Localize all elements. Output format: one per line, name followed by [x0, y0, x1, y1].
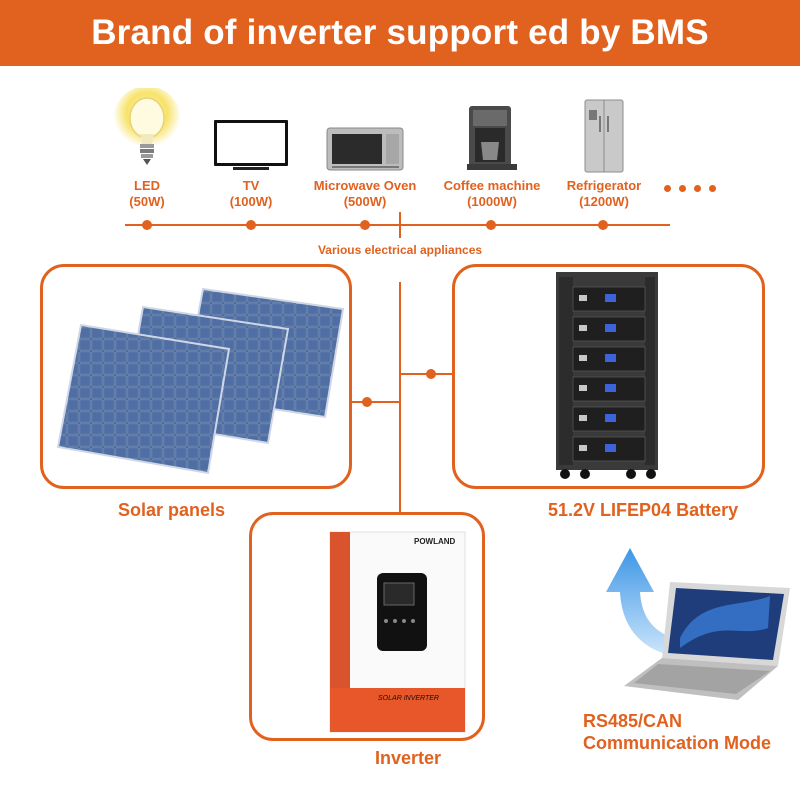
bus-node: [246, 220, 256, 230]
battery-rack-image: [556, 272, 658, 479]
inverter-panel-text: SOLAR INVERTER: [378, 695, 439, 702]
appliance-refrigerator: Refrigerator (1200W): [549, 88, 659, 210]
comm-mode-line2: Communication Mode: [583, 733, 771, 753]
microwave-icon: [326, 127, 404, 171]
appliance-power: (100W): [229, 194, 273, 209]
appliance-name: TV: [242, 178, 260, 193]
trunk-line-top: [399, 212, 401, 238]
appliance-coffee-machine: Coffee machine (1000W): [437, 88, 547, 210]
appliance-name: Refrigerator: [566, 178, 642, 193]
appliance-name: Coffee machine: [443, 178, 541, 193]
battery-card: [452, 264, 765, 489]
page-title: Brand of inverter support ed by BMS: [0, 0, 800, 66]
inverter-label: Inverter: [375, 748, 442, 768]
appliance-power: (1000W): [467, 194, 517, 209]
tv-icon: [214, 120, 288, 170]
inverter-card: POWLAND SOLAR INVERTER: [249, 512, 485, 741]
branch-solar-line: [352, 401, 400, 403]
battery-label: 51.2V LIFEP04 Battery: [548, 500, 739, 520]
bus-node: [598, 220, 608, 230]
bus-node: [360, 220, 370, 230]
branch-solar-node: [362, 397, 372, 407]
appliance-microwave: Microwave Oven (500W): [310, 88, 420, 210]
curved-arrow-icon: [606, 548, 692, 658]
appliance-led: LED (50W): [92, 88, 202, 210]
branch-battery-node: [426, 369, 436, 379]
light-bulb-icon: [113, 88, 181, 165]
appliance-name: Microwave Oven: [313, 178, 417, 193]
appliance-name: LED: [134, 178, 160, 193]
comm-mode-line1: RS485/CAN: [583, 711, 683, 731]
inverter-image: [329, 531, 466, 733]
appliance-power: (1200W): [579, 194, 629, 209]
appliance-power: (50W): [129, 194, 165, 209]
refrigerator-icon: [584, 99, 624, 173]
solar-panels-label: Solar panels: [118, 500, 226, 520]
bus-node: [142, 220, 152, 230]
solar-panels-card: [40, 264, 352, 489]
appliance-bus-line: [125, 224, 670, 226]
bus-label: Various electrical appliances: [317, 243, 483, 257]
inverter-brand: POWLAND: [414, 537, 456, 546]
laptop-image: [624, 582, 790, 700]
more-dots: [664, 185, 724, 195]
coffee-machine-icon: [467, 106, 517, 170]
solar-panels-image: [56, 287, 345, 475]
appliance-tv: TV (100W): [196, 88, 306, 210]
bus-node: [486, 220, 496, 230]
trunk-line: [399, 282, 401, 516]
appliance-power: (500W): [343, 194, 387, 209]
